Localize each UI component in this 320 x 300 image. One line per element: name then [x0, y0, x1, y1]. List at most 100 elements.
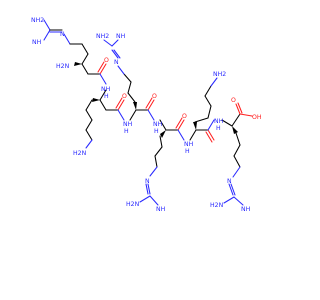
bond — [117, 109, 125, 121]
bond — [123, 73, 132, 83]
bond — [237, 102, 243, 114]
bond — [43, 29, 51, 41]
bond — [113, 49, 121, 59]
bond — [103, 39, 113, 47]
stereo-wedge — [74, 62, 82, 66]
atom-label-nh2: NH2 — [213, 71, 226, 78]
bond — [81, 63, 89, 75]
bond — [63, 33, 71, 45]
bond — [233, 155, 241, 168]
bond — [207, 119, 215, 131]
atom-label-nh: NH — [116, 33, 126, 40]
bond — [232, 166, 241, 178]
bond — [207, 105, 212, 119]
bond — [147, 109, 155, 121]
bond — [117, 65, 125, 75]
bond — [235, 132, 241, 146]
atom-label-nh: NH — [32, 39, 42, 46]
bond — [99, 99, 107, 111]
bond — [145, 97, 153, 109]
bond — [99, 73, 107, 85]
atom-label-nh: NH — [153, 121, 163, 128]
bond — [177, 129, 185, 141]
bond — [85, 129, 93, 141]
bond — [81, 43, 89, 55]
bond — [117, 99, 125, 111]
bond — [111, 39, 119, 47]
atom-label-n: N — [60, 31, 65, 38]
bond — [204, 95, 212, 107]
bond — [85, 139, 93, 149]
atom-label-h2n: H2N — [210, 202, 224, 209]
bond — [149, 195, 159, 206]
atom-label-h2n: H2N — [126, 201, 140, 208]
atom-label-h2n: H2N — [73, 150, 87, 157]
atom-label-h: H — [104, 93, 109, 100]
atom-label-o: O — [231, 97, 236, 104]
bond — [230, 183, 236, 196]
atom-label-h: H — [154, 128, 159, 135]
atom-label-n: N — [227, 178, 232, 185]
bond — [194, 117, 209, 123]
atom-label-h: H — [216, 125, 221, 132]
bond — [81, 53, 89, 65]
atom-label-nh2: NH2 — [96, 33, 109, 40]
atom-label-nh: NH — [123, 121, 133, 128]
bond — [147, 183, 151, 195]
bond — [221, 119, 233, 127]
bond — [43, 19, 51, 31]
bond — [228, 183, 234, 196]
atom-label-n: N — [114, 59, 119, 66]
bond — [149, 166, 158, 177]
atom-label-h: H — [124, 128, 129, 135]
bond — [99, 63, 107, 75]
atom-label-oh: OH — [252, 114, 262, 121]
bond — [204, 85, 212, 97]
stereo-wedge — [92, 98, 100, 102]
atom-label-o: O — [104, 57, 109, 64]
atom-label-h2n: H2N — [56, 63, 70, 70]
stereo-wedge — [193, 122, 197, 130]
bond — [154, 146, 163, 157]
molecule-structure: NH2 NH N H2N O NH H H2N NH2 NH N O NH H … — [31, 17, 262, 213]
bond — [129, 109, 137, 121]
atom-label-o: O — [122, 93, 127, 100]
bond — [205, 131, 213, 143]
bond — [175, 117, 183, 129]
bond — [115, 97, 123, 109]
bond — [147, 99, 155, 111]
atom-label-nh: NH — [101, 86, 111, 93]
bond — [145, 183, 149, 195]
bond — [177, 119, 185, 131]
bond — [127, 92, 136, 103]
bond — [159, 135, 163, 148]
atom-label-o: O — [182, 113, 187, 120]
bond — [189, 129, 197, 141]
bond — [233, 144, 241, 157]
bond — [223, 196, 235, 204]
bond — [127, 81, 132, 94]
bond — [111, 49, 119, 59]
bond — [85, 119, 93, 131]
atom-label-o: O — [152, 93, 157, 100]
bond — [231, 113, 241, 127]
bond — [239, 113, 253, 117]
bond — [85, 99, 93, 111]
bond — [97, 61, 105, 73]
atom-label-nh2: NH2 — [31, 17, 44, 24]
bond — [99, 89, 107, 101]
atom-label-n: N — [145, 178, 150, 185]
bond — [235, 103, 241, 115]
stereo-wedge — [232, 126, 238, 134]
bond — [207, 129, 215, 141]
atom-label-nh: NH — [156, 206, 166, 213]
bond — [154, 155, 158, 168]
stereo-wedge — [133, 102, 137, 110]
bond — [85, 109, 93, 121]
atom-label-h: H — [185, 148, 190, 155]
atom-label-nh: NH — [184, 141, 194, 148]
bond — [139, 195, 151, 203]
bond — [159, 119, 167, 131]
atom-label-nh: NH — [214, 118, 224, 125]
bond — [210, 77, 218, 87]
